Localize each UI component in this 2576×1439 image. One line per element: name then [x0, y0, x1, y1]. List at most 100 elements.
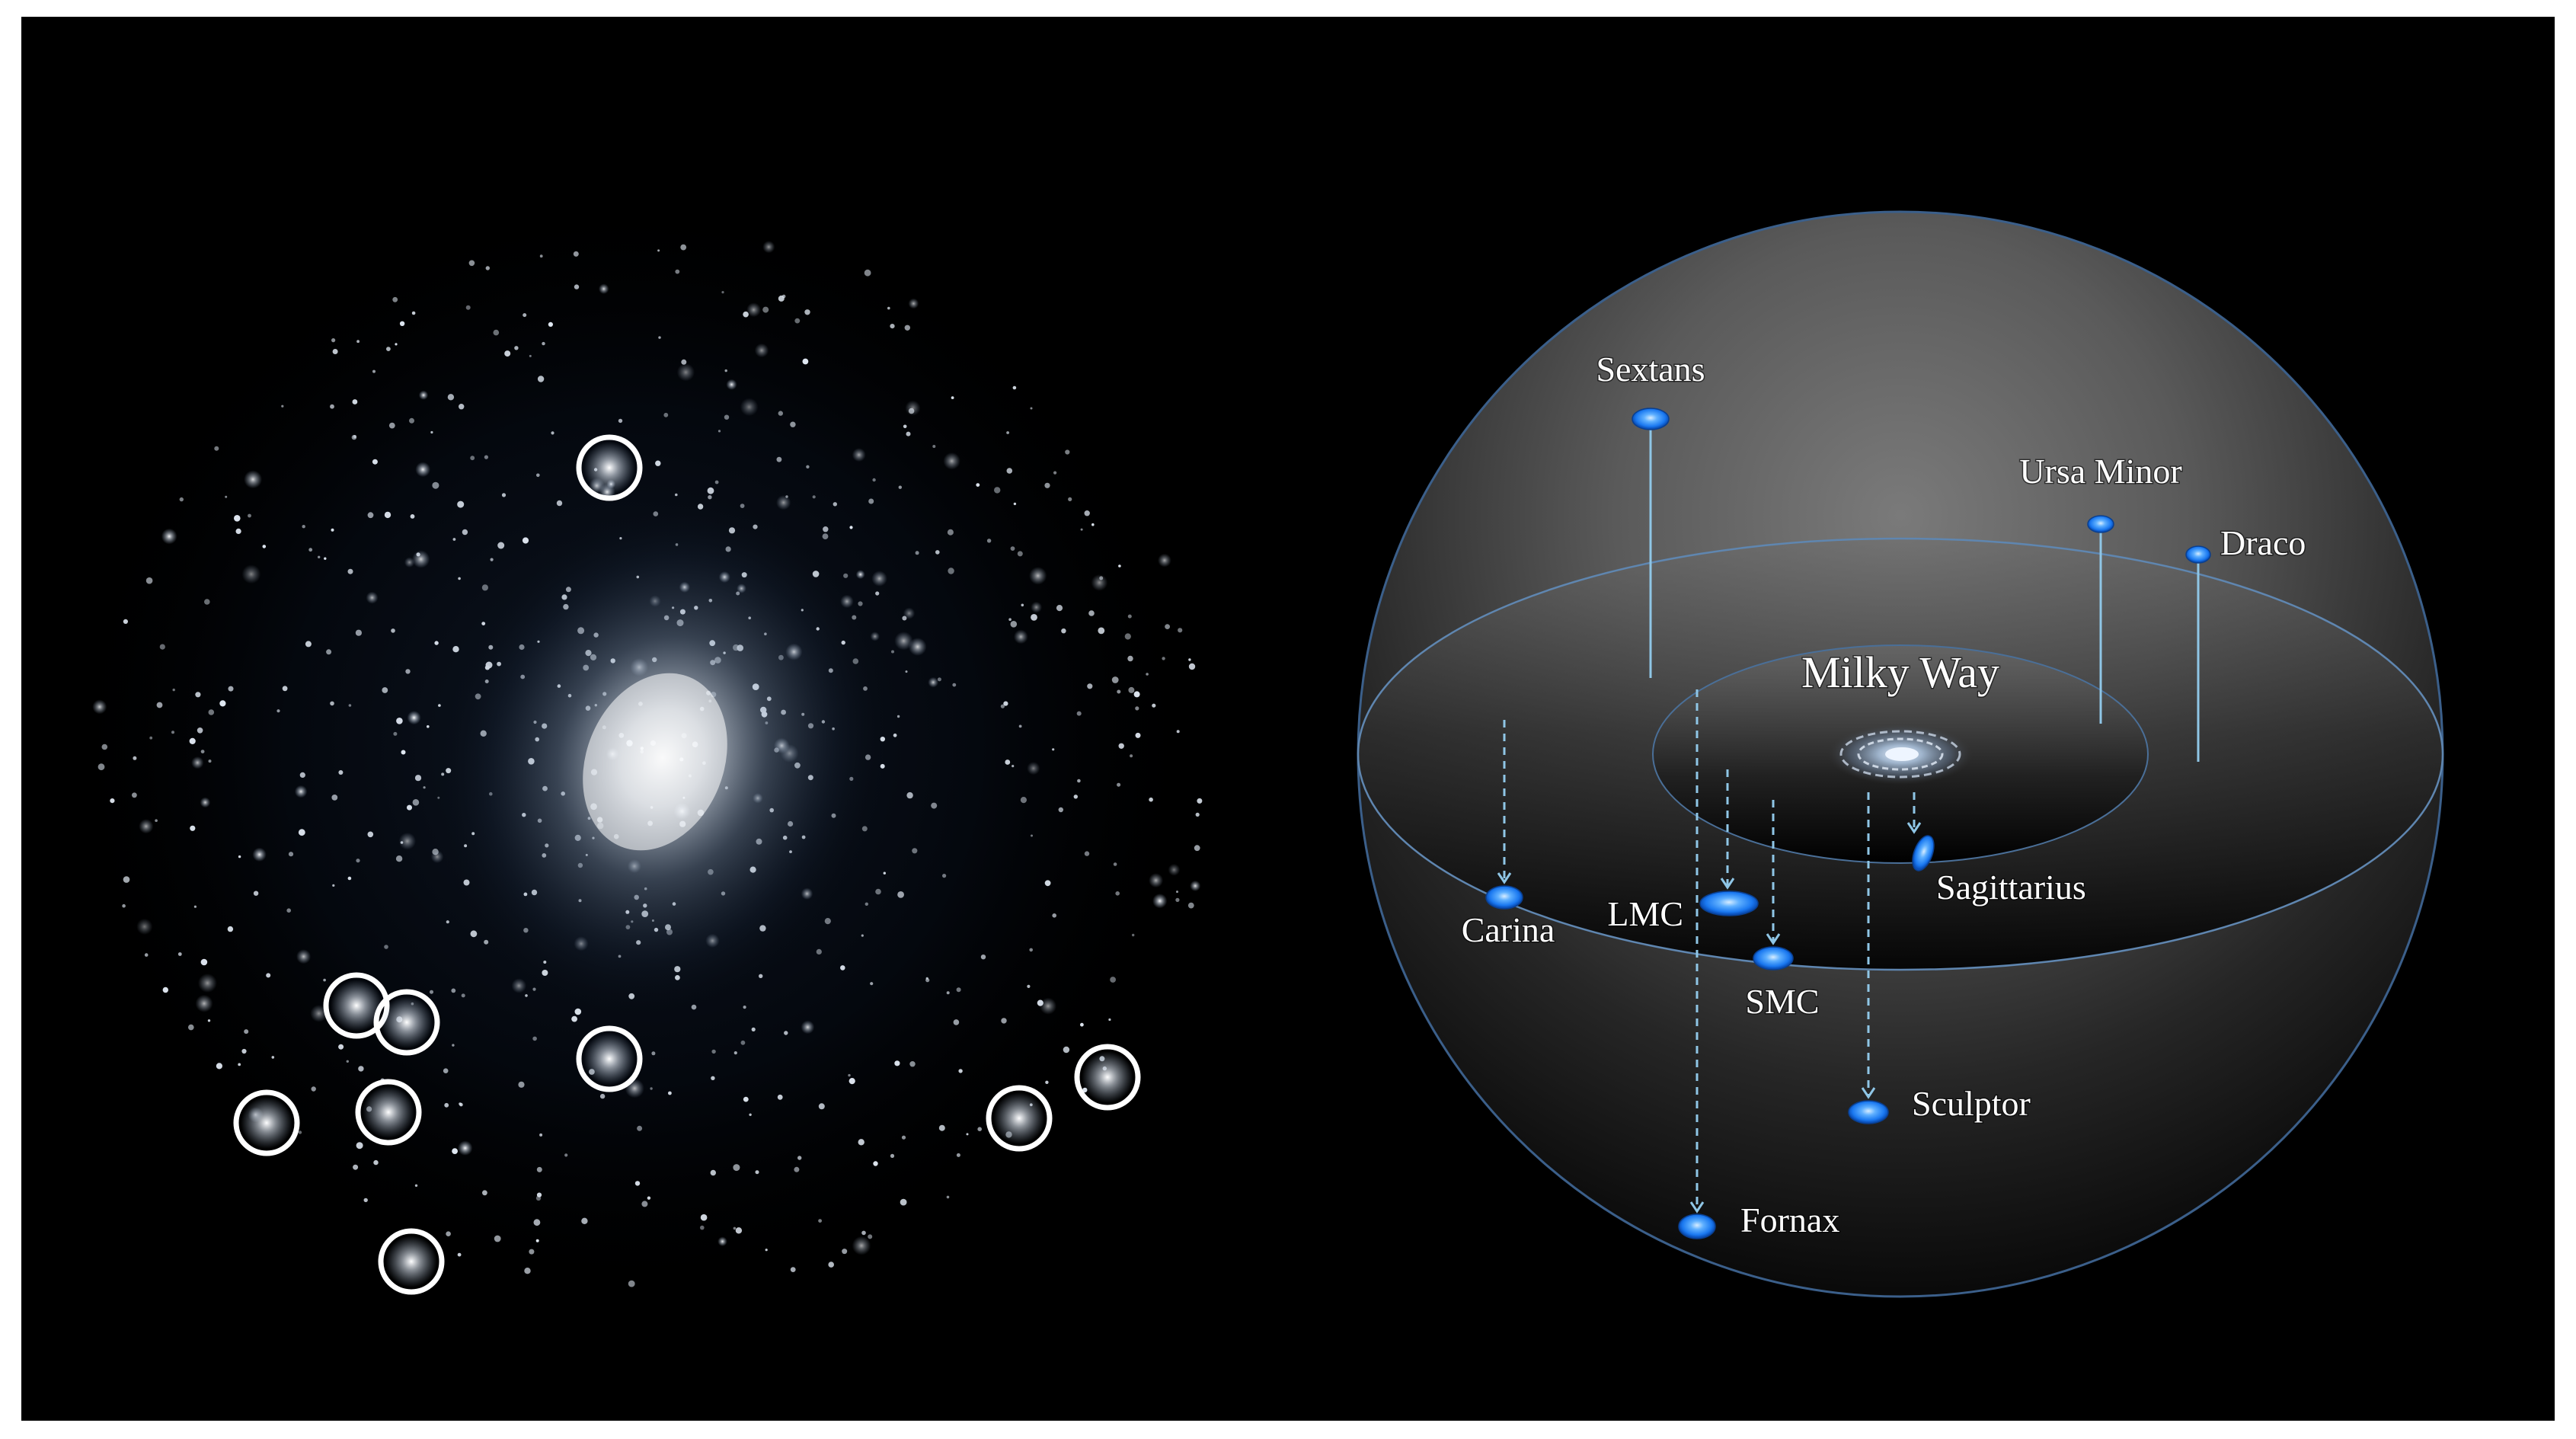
subhalo-dot [721, 291, 724, 294]
subhalo-dot [457, 500, 465, 508]
subhalo-dot [749, 1113, 752, 1117]
subhalo-dot [366, 591, 379, 604]
subhalo-dot [1027, 984, 1031, 988]
subhalo-dot [409, 417, 414, 424]
subhalo-dot [746, 302, 761, 318]
satellite-sagittarius: Sagittarius [1906, 792, 2087, 908]
subhalo-dot [355, 629, 362, 636]
blue-disk-icon [1912, 835, 1935, 871]
subhalo-dot [132, 792, 137, 798]
subhalo-dot [1020, 797, 1027, 804]
subhalo-dot [396, 718, 403, 724]
subhalo-dot [861, 934, 864, 937]
subhalo-dot [395, 855, 403, 862]
subhalo-dot [864, 269, 871, 277]
subhalo-dot [743, 311, 749, 318]
subhalo-dot [388, 422, 395, 429]
subhalo-dot [1176, 730, 1180, 734]
subhalo-dot [1146, 673, 1149, 676]
satellite-smc: SMC [1744, 800, 1820, 1022]
subhalo-dot [641, 1201, 648, 1207]
subhalo-dot [724, 414, 730, 420]
subhalo-dot [330, 701, 334, 706]
subhalo-dot [925, 977, 928, 980]
subhalo-dot [414, 775, 422, 782]
white-ring-icon [986, 1085, 1053, 1152]
subhalo-dot [1117, 782, 1121, 787]
subhalo-dot [875, 888, 881, 895]
satellite-label: Sculptor [1912, 1084, 2031, 1123]
subhalo-dot [162, 987, 168, 993]
subhalo-dot [1061, 628, 1066, 634]
subhalo-core [241, 1097, 292, 1149]
subhalo-dot [326, 649, 332, 655]
subhalo-dot [123, 876, 130, 883]
subhalo-dot [281, 405, 284, 408]
subhalo-dot [816, 948, 822, 955]
subhalo-dot [398, 832, 417, 850]
subhalo-dot [858, 1139, 865, 1146]
subhalo-dot [367, 831, 374, 838]
subhalo-dot [358, 1066, 364, 1072]
subhalo-dot [1091, 574, 1108, 591]
subhalo-dot [1118, 564, 1121, 568]
subhalo-dot [1076, 711, 1082, 716]
subhalo-dot [392, 296, 398, 302]
subhalo-dot [868, 1234, 873, 1239]
subhalo-dot [938, 1124, 945, 1131]
subhalo-dot [139, 819, 154, 834]
subhalo-dot [900, 1198, 907, 1206]
subhalo-dot [197, 974, 217, 993]
subhalo-dot [733, 1164, 740, 1172]
subhalo-core [381, 996, 433, 1048]
subhalo-dot [848, 1073, 851, 1077]
subhalo-dot [903, 607, 916, 619]
subhalo-dot [235, 528, 241, 535]
subhalo-dot [1162, 657, 1165, 660]
subhalo-dot [1063, 1046, 1070, 1054]
satellite-lmc: LMC [1606, 769, 1759, 935]
subhalo-dot [452, 1148, 458, 1154]
subhalo-dot [1031, 834, 1033, 837]
white-ring-icon [323, 972, 390, 1039]
subhalo-dot [1058, 807, 1064, 813]
subhalo-dot [1080, 1022, 1084, 1027]
subhalo-dot [904, 325, 911, 331]
satellite-label: Fornax [1740, 1201, 1839, 1239]
subhalo-dot [872, 478, 876, 482]
subhalo-dot [775, 495, 791, 510]
subhalo-dot [1108, 1018, 1111, 1022]
satellite-label: Sextans [1596, 350, 1705, 389]
subhalo-dot [932, 445, 936, 448]
subhalo-dot [1152, 894, 1168, 909]
subhalo-dot [1111, 676, 1119, 683]
subhalo-core [583, 1033, 635, 1085]
subhalo-dot [1178, 628, 1183, 633]
subhalo-dot [1133, 691, 1140, 698]
subhalo-dot [1084, 510, 1090, 516]
subhalo-dot [1113, 862, 1117, 866]
subhalo-dot [1052, 748, 1055, 751]
subhalo-dot [871, 571, 887, 587]
subhalo-dot [849, 1078, 855, 1085]
white-ring-icon [233, 1089, 300, 1156]
subhalo-dot [391, 628, 395, 633]
subhalo-dot [700, 1214, 708, 1221]
subhalo-dot [657, 249, 660, 252]
subhalo-dot [1124, 633, 1131, 640]
subhalo-dot [101, 743, 108, 750]
subhalo-dot [804, 309, 810, 315]
subhalo-dot [658, 336, 661, 339]
subhalo-dot [1187, 902, 1194, 909]
subhalo-dot [794, 318, 801, 324]
subhalo-dot [1030, 407, 1033, 410]
subhalo-dot [956, 987, 961, 993]
subhalo-dot [518, 1081, 525, 1088]
subhalo-dot [214, 446, 219, 451]
subhalo-dot [423, 786, 426, 789]
subhalo-dot [302, 525, 305, 529]
subhalo-dot [529, 354, 532, 357]
subhalo-dot [208, 759, 212, 763]
subhalo-dot [894, 1060, 900, 1066]
subhalo-dot [1010, 621, 1018, 628]
